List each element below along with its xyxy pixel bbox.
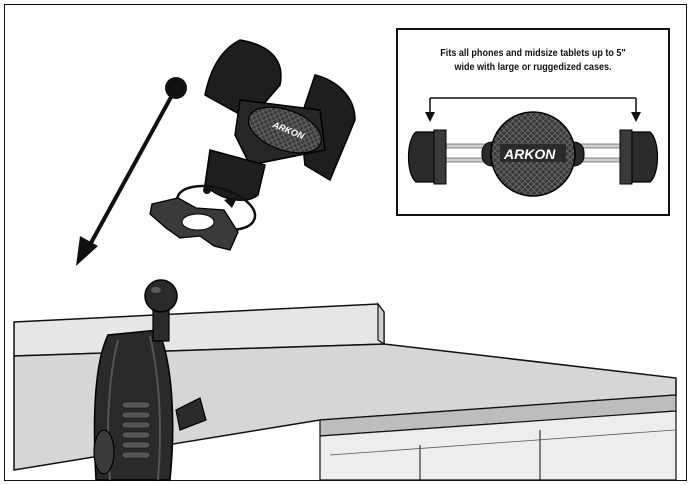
callout-logo: ARKON [503, 146, 556, 162]
callout-svg: ARKON [396, 28, 670, 216]
callout-box: Fits all phones and midsize tablets up t… [396, 28, 670, 216]
arrow-down-left-icon [76, 77, 187, 266]
phone-holder: ARKON [205, 40, 355, 200]
adapter-plate [150, 198, 238, 250]
